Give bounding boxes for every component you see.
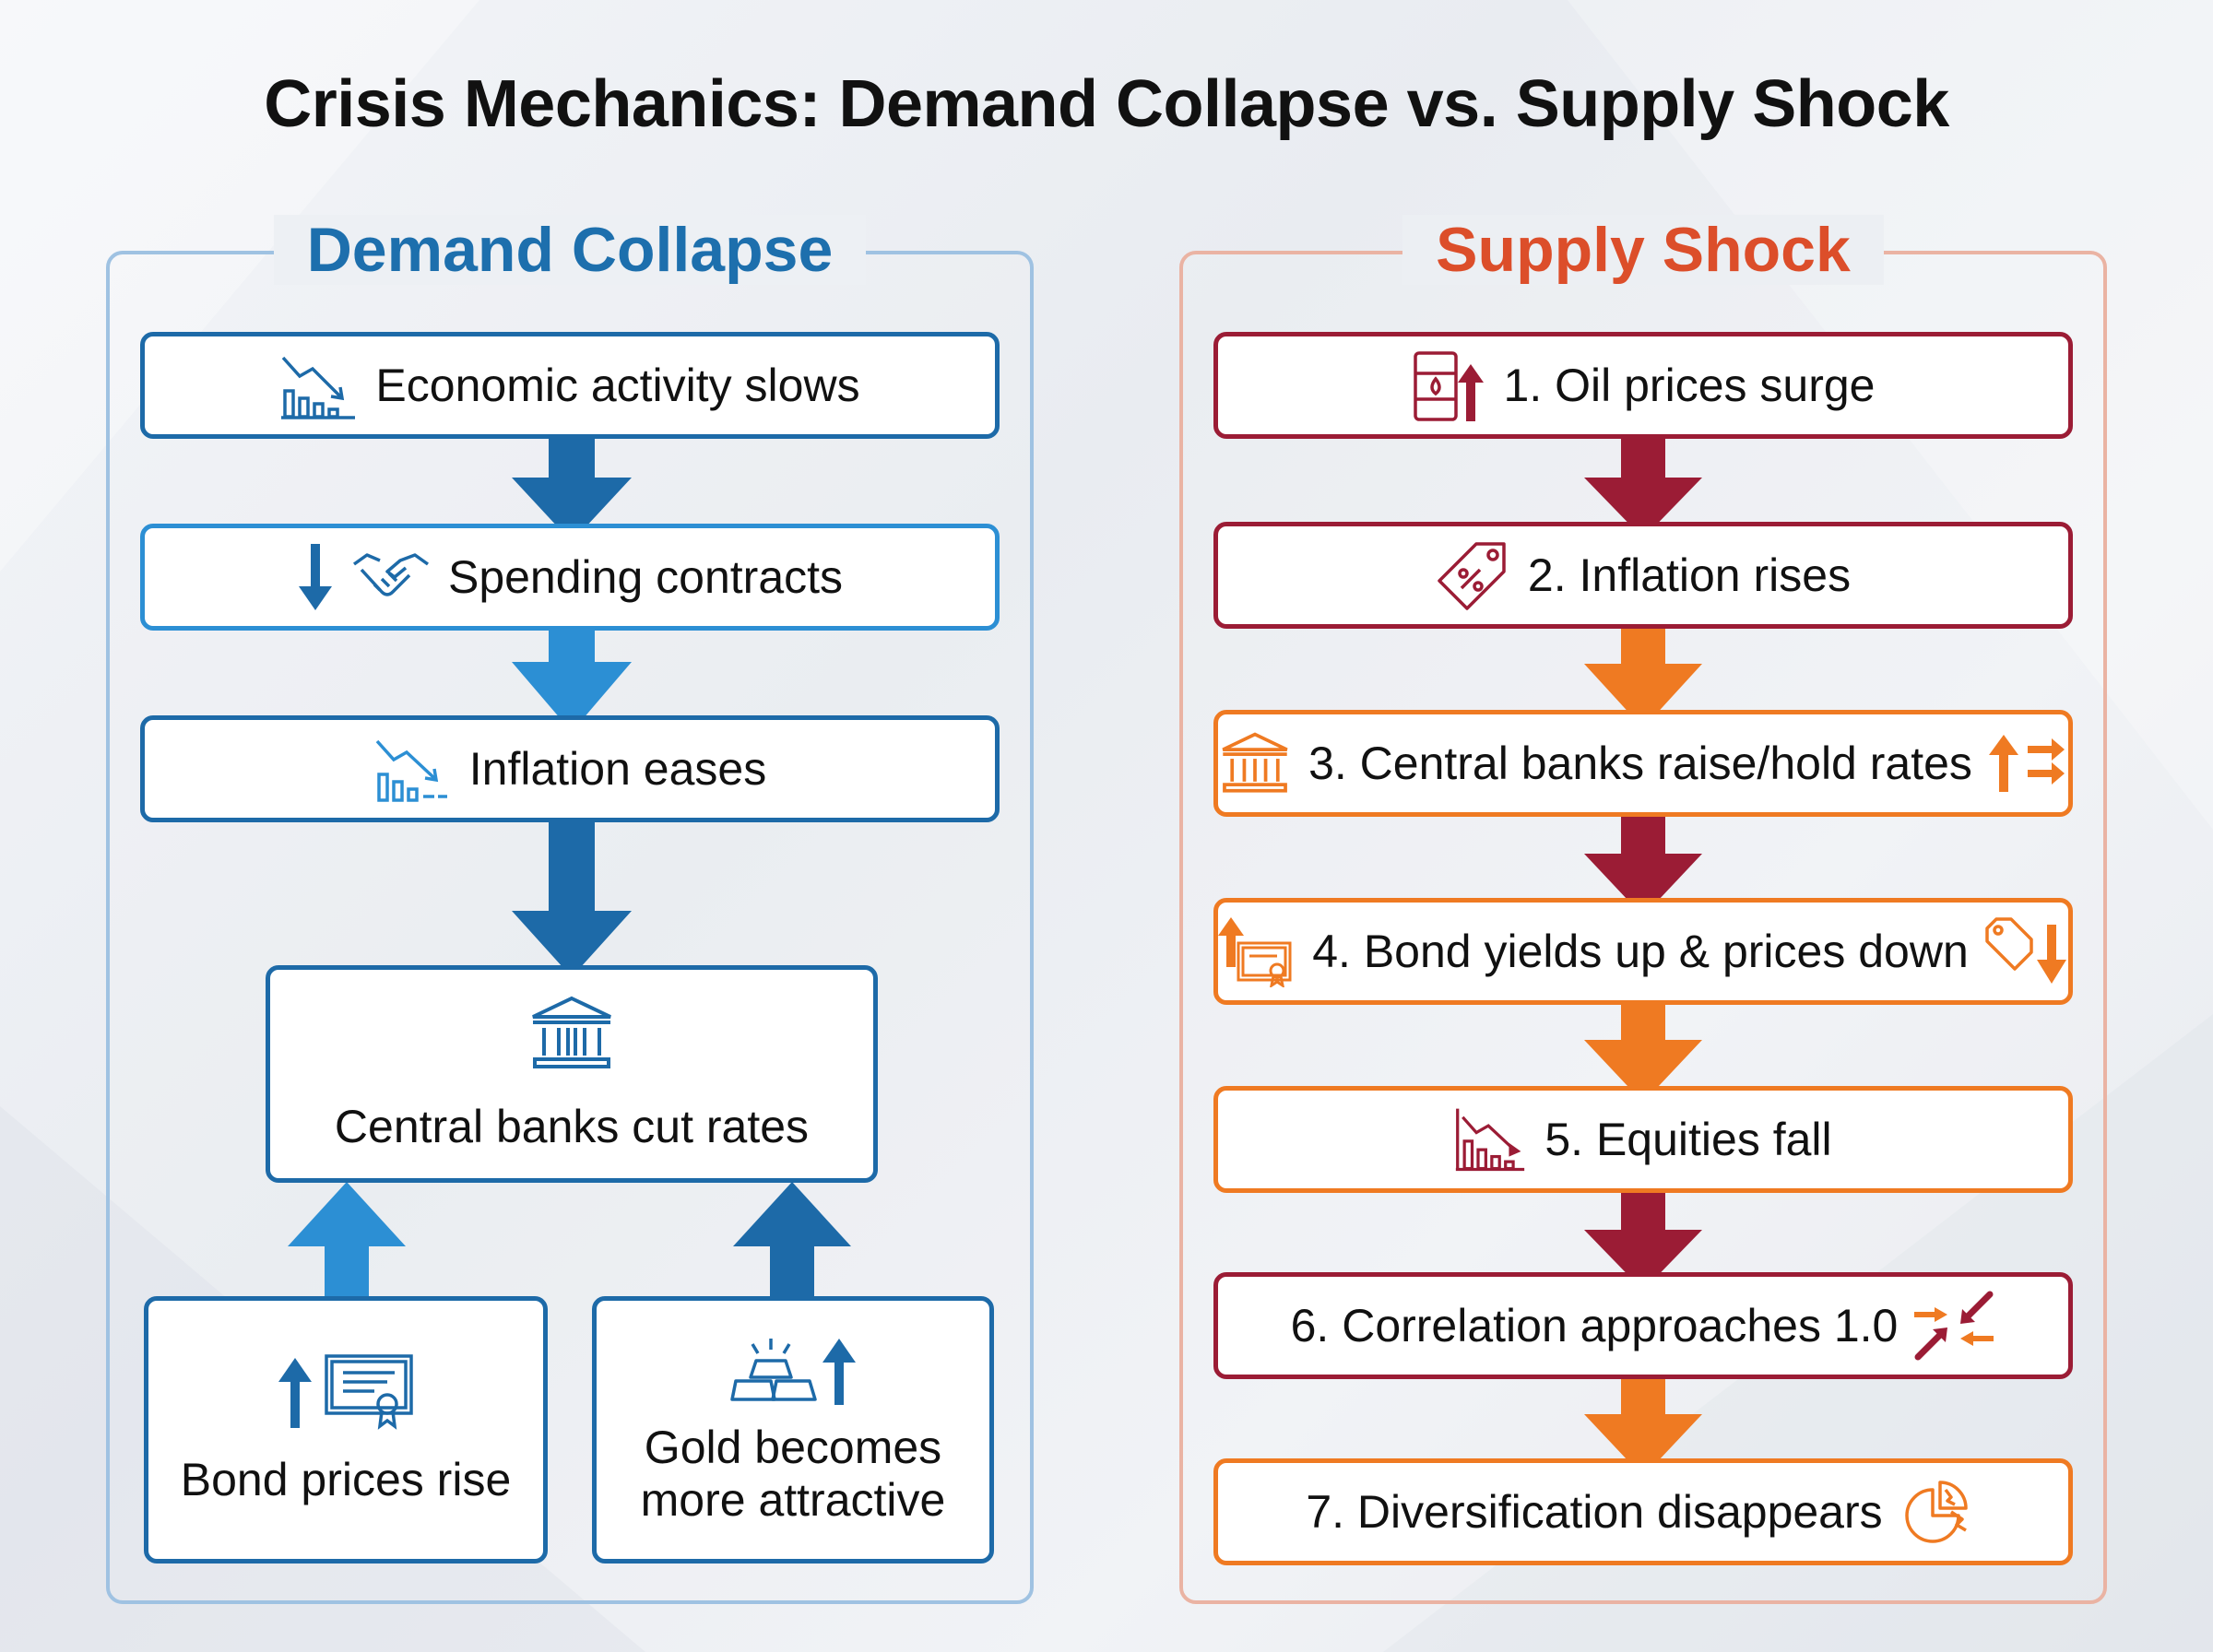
demand-center-box: Central banks cut rates bbox=[266, 965, 878, 1183]
supply-step-2: 2. Inflation rises bbox=[1213, 522, 2073, 629]
arrow-down-icon bbox=[1584, 1187, 1702, 1291]
supply-step-6: 6. Correlation approaches 1.0 bbox=[1213, 1272, 2073, 1379]
arrow-down-icon bbox=[512, 433, 632, 542]
demand-heading: Demand Collapse bbox=[273, 215, 867, 285]
bank-icon bbox=[1220, 731, 1290, 796]
demand-step-3: Inflation eases bbox=[140, 715, 1000, 822]
gold-attractive-box: Gold becomes more attractive bbox=[592, 1296, 994, 1564]
up-and-hold-arrows-icon bbox=[1987, 733, 2066, 794]
gold-bars-icon bbox=[730, 1338, 817, 1401]
arrow-up-icon bbox=[278, 1358, 312, 1429]
supply-step-4: 4. Bond yields up & prices down bbox=[1213, 898, 2073, 1005]
demand-step-2: Spending contracts bbox=[140, 524, 1000, 631]
supply-step-5: 5. Equities fall bbox=[1213, 1086, 2073, 1193]
arrow-down-icon bbox=[512, 819, 632, 977]
arrow-up-icon bbox=[733, 1182, 851, 1300]
bond-prices-rise-box: Bond prices rise bbox=[144, 1296, 548, 1564]
arrow-down-icon bbox=[1584, 431, 1702, 538]
oil-barrel-icon bbox=[1412, 348, 1485, 423]
handshake-icon bbox=[352, 548, 430, 607]
pie-chart-icon bbox=[1898, 1475, 1981, 1549]
arrow-down-icon bbox=[297, 542, 334, 612]
arrow-down-icon bbox=[1584, 623, 1702, 728]
page-title: Crisis Mechanics: Demand Collapse vs. Su… bbox=[264, 67, 1949, 141]
certificate-icon bbox=[325, 1354, 413, 1431]
certificate-icon bbox=[1218, 915, 1294, 987]
arrow-up-icon bbox=[822, 1338, 856, 1405]
arrow-down-icon bbox=[1584, 1374, 1702, 1477]
arrow-up-icon bbox=[288, 1182, 406, 1300]
price-tag-down-icon bbox=[1983, 915, 2068, 987]
arrow-down-icon bbox=[1584, 999, 1702, 1103]
chart-down-icon bbox=[1454, 1105, 1526, 1174]
arrow-down-icon bbox=[512, 625, 632, 732]
converge-arrows-icon bbox=[1912, 1289, 1995, 1363]
price-tag-icon bbox=[1436, 538, 1509, 612]
chart-down-icon bbox=[279, 350, 357, 420]
supply-step-1: 1. Oil prices surge bbox=[1213, 332, 2073, 439]
bank-icon bbox=[529, 995, 614, 1084]
supply-step-3: 3. Central banks raise/hold rates bbox=[1213, 710, 2073, 817]
arrow-down-icon bbox=[1584, 811, 1702, 916]
chart-down-icon bbox=[373, 734, 451, 804]
supply-heading: Supply Shock bbox=[1402, 215, 1884, 285]
demand-step-1: Economic activity slows bbox=[140, 332, 1000, 439]
supply-step-7: 7. Diversification disappears bbox=[1213, 1458, 2073, 1565]
